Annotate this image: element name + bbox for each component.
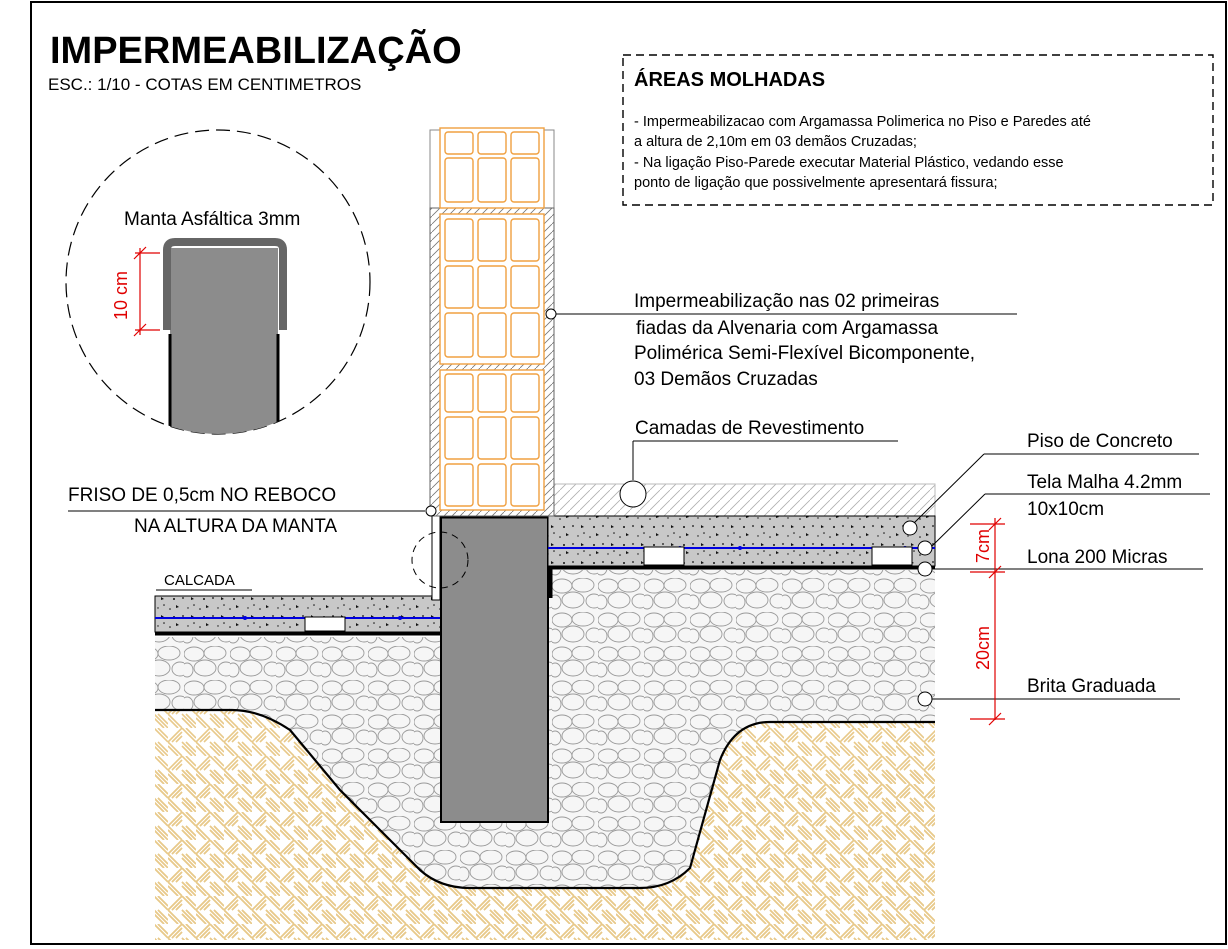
plastic-sheet-label: Lona 200 Micras [1027,547,1167,568]
detail-dimension-text: 10 cm [111,271,131,320]
notes-box [622,54,1214,206]
wall-waterproofing-label: 03 Demãos Cruzadas [634,369,818,390]
floor-spacer [871,546,913,566]
mesh-label: 10x10cm [1027,499,1104,520]
gravel-label: Brita Graduada [1027,676,1156,697]
excavation-line [155,708,935,890]
gravel-thickness-dimension: 20cm [973,626,993,670]
wall-waterproofing-label: fiadas da Alvenaria com Argamassa [636,318,938,339]
coating-layers [553,483,936,517]
detail-dimension [133,246,160,337]
coating-layers-label: Camadas de Revestimento [635,418,864,439]
sidewalk-spacer [304,616,346,632]
groove-label: FRISO DE 0,5cm NO REBOCO [68,485,336,506]
detail-reference-circle [411,531,469,589]
detail-asphalt-sheet [163,238,287,330]
brick-courses [439,127,545,511]
detail-footing [170,248,278,434]
notes-line: a altura de 2,10m em 03 demãos Cruzadas; [634,134,917,150]
notes-heading: ÁREAS MOLHADAS [634,68,825,91]
wall-waterproofing-label: Polimérica Semi-Flexível Bicomponente, [634,343,975,364]
wall-waterproofing-label: Impermeabilização nas 02 primeiras [634,291,939,312]
leader-lines [68,308,1210,707]
concrete-floor [547,515,936,567]
sidewalk-label: CALCADA [164,572,235,589]
section-drawing [154,127,936,940]
notes-line: ponto de ligação que possivelmente apres… [634,175,998,191]
mesh-label: Tela Malha 4.2mm [1027,472,1182,493]
groove-label: NA ALTURA DA MANTA [134,516,337,537]
concrete-floor-label: Piso de Concreto [1027,431,1173,452]
drawing-title: IMPERMEABILIZAÇÃO [50,28,462,72]
sidewalk-slab [154,595,442,633]
floor-thickness-dimension: 7cm [973,529,993,563]
notes-line: - Na ligação Piso-Parede executar Materi… [634,155,1064,171]
dimension-chain [970,517,1005,726]
detail-label: Manta Asfáltica 3mm [124,209,300,230]
drawing-scale: ESC.: 1/10 - COTAS EM CENTIMETROS [48,75,361,94]
notes-line: - Impermeabilizacao com Argamassa Polime… [634,114,1091,130]
brick-cells [444,131,540,507]
floor-spacer [643,546,685,566]
detail-callout: Manta Asfáltica 3mm 10 cm [65,129,371,435]
footing-beam [440,516,549,823]
